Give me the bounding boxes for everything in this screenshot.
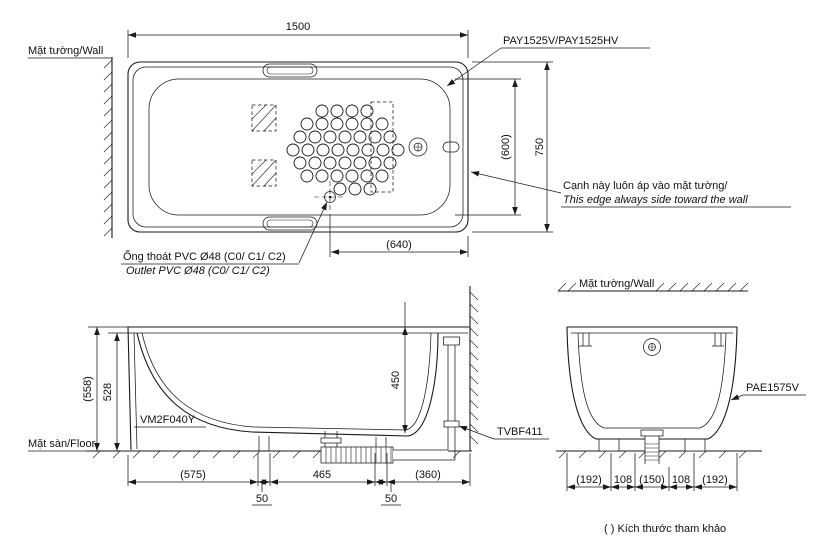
footnote: ( ) Kích thước tham khảo: [604, 523, 726, 535]
dim-528-label: 528: [102, 383, 114, 401]
dim-1500: 1500: [127, 21, 469, 58]
tub-side-section: [127, 326, 470, 451]
side-dim-50-right: 50: [385, 493, 397, 505]
dim-558: (558): [82, 326, 128, 451]
faucet-plan: [408, 137, 460, 157]
top-wall-label: Mặt tường/Wall: [28, 45, 103, 57]
grab-handles: [262, 63, 318, 231]
edge-note-en: This edge always side toward the wall: [563, 194, 748, 206]
end-drain: [640, 429, 664, 464]
top-view: Mặt tường/Wall: [28, 21, 791, 277]
model-callout: PAY1525V/PAY1525HV: [445, 35, 650, 89]
side-dim-360: (360): [415, 469, 441, 481]
dim-640: (640): [329, 214, 469, 257]
side-dim-465: 465: [313, 469, 331, 481]
floor-label: Mặt sàn/Floor: [28, 438, 96, 450]
dim-600: (600): [455, 78, 521, 216]
end-dim-108-left: 108: [614, 474, 632, 486]
outlet-note-en: Outlet PVC Ø48 (C0/ C1/ C2): [126, 265, 270, 277]
waste-piping: [320, 336, 460, 464]
dim-450: 450: [390, 302, 408, 433]
end-bottom-dims: (192) 108 (150) 108 (192): [566, 453, 738, 491]
end-wall: Mặt tường/Wall: [557, 278, 749, 292]
waste-callout: TVBF411: [458, 423, 549, 440]
edge-note-vi: Cạnh này luôn áp vào mặt tường/: [563, 180, 728, 192]
dim-558-label: (558): [82, 376, 94, 402]
dim-528: 528: [102, 332, 131, 451]
drain-plan: [314, 181, 346, 213]
apron-label: VM2F040Y: [140, 414, 196, 426]
bubble-pattern: [286, 104, 405, 196]
pads: [251, 101, 394, 193]
dim-600-label: (600): [500, 134, 512, 160]
dim-750: 750: [472, 61, 553, 233]
side-wall: [469, 286, 479, 451]
tub-end-section: [566, 326, 738, 452]
dim-450-label: 450: [390, 371, 402, 389]
side-dim-575: (575): [180, 469, 206, 481]
outlet-note-vi: Ống thoát PVC Ø48 (C0/ C1/ C2): [123, 249, 286, 263]
end-wall-label: Mặt tường/Wall: [579, 278, 654, 290]
dim-750-label: 750: [534, 138, 546, 156]
model-label: PAY1525V/PAY1525HV: [503, 35, 619, 47]
outlet-note: Ống thoát PVC Ø48 (C0/ C1/ C2) Outlet PV…: [121, 200, 330, 277]
end-view: Mặt tường/Wall: [556, 278, 806, 491]
dim-640-label: (640): [386, 239, 412, 251]
end-dim-192-right: (192): [702, 474, 728, 486]
end-dim-192-left: (192): [576, 474, 602, 486]
pae-label: PAE1575V: [746, 382, 800, 394]
side-view: Mặt sàn/Floor: [28, 286, 549, 506]
end-dim-108-right: 108: [672, 474, 690, 486]
pae-callout: PAE1575V: [729, 382, 806, 403]
side-dim-50-left: 50: [256, 493, 268, 505]
top-wall: Mặt tường/Wall: [28, 45, 113, 238]
waste-label: TVBF411: [497, 426, 543, 438]
side-bottom-dims: (575) 465 (360) 50 50: [127, 453, 471, 506]
dim-1500-label: 1500: [286, 21, 310, 33]
apron-callout: VM2F040Y: [134, 414, 206, 428]
edge-note: Cạnh này luôn áp vào mặt tường/ This edg…: [470, 169, 791, 208]
end-dim-150: (150): [639, 474, 665, 486]
